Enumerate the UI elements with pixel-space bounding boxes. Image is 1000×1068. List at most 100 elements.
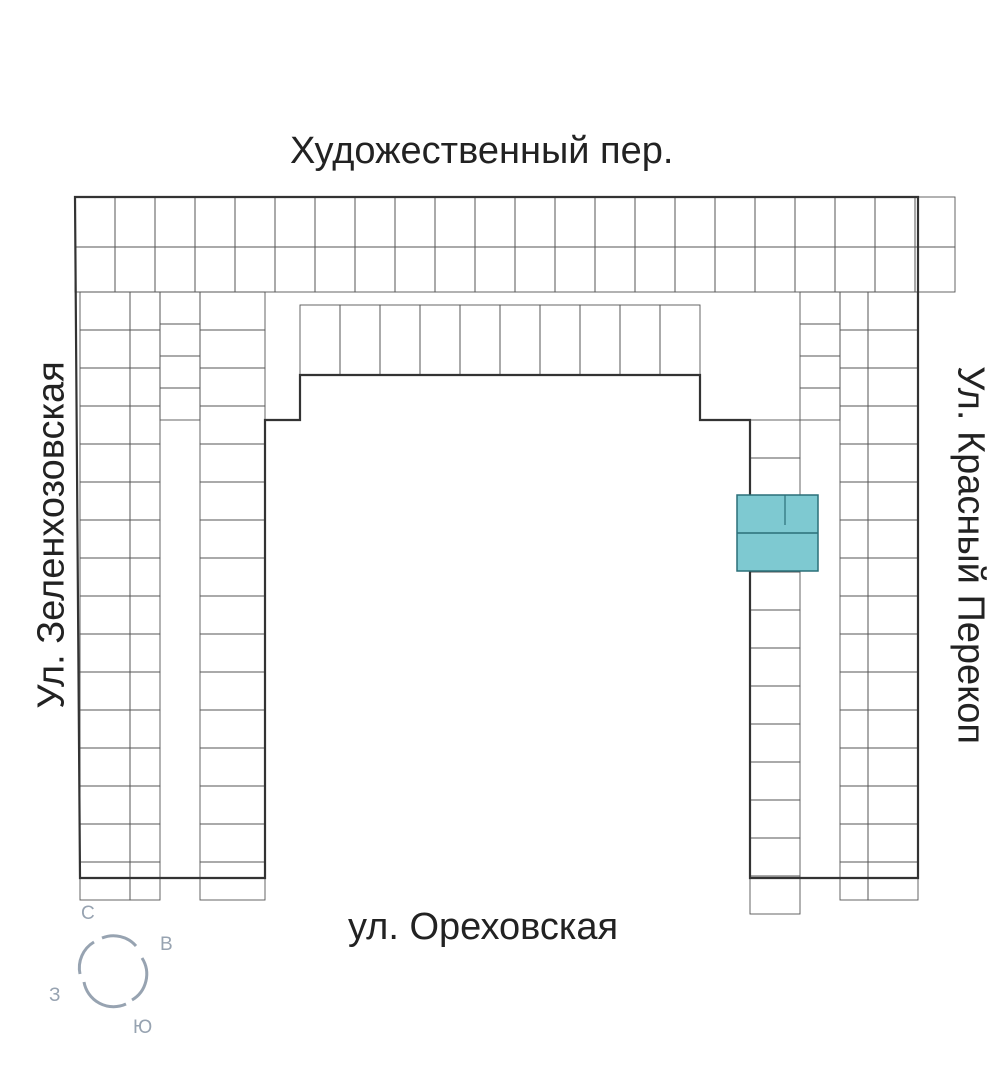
room bbox=[839, 329, 869, 369]
room bbox=[714, 196, 756, 248]
room bbox=[129, 709, 161, 749]
room bbox=[199, 557, 266, 597]
room bbox=[79, 557, 131, 597]
room bbox=[839, 633, 869, 673]
room bbox=[79, 367, 131, 407]
room bbox=[874, 246, 916, 293]
building-outline bbox=[73, 195, 920, 880]
room bbox=[354, 246, 396, 293]
room bbox=[794, 196, 836, 248]
room bbox=[914, 246, 956, 293]
room bbox=[514, 246, 556, 293]
room bbox=[874, 196, 916, 248]
room bbox=[839, 595, 869, 635]
compass-east: В bbox=[160, 934, 173, 955]
room bbox=[867, 329, 919, 369]
room bbox=[154, 246, 196, 293]
room bbox=[749, 571, 801, 611]
room bbox=[79, 785, 131, 825]
room bbox=[499, 304, 541, 376]
room bbox=[799, 291, 841, 325]
room bbox=[79, 405, 131, 445]
room bbox=[867, 709, 919, 749]
street-label-north: Художественный пер. bbox=[290, 130, 674, 172]
room bbox=[159, 387, 201, 421]
room bbox=[79, 861, 131, 901]
room bbox=[74, 196, 116, 248]
room bbox=[299, 304, 341, 376]
room bbox=[839, 367, 869, 407]
room bbox=[199, 481, 266, 521]
room bbox=[839, 291, 869, 331]
room bbox=[199, 291, 266, 331]
room bbox=[839, 823, 869, 863]
room bbox=[867, 595, 919, 635]
room bbox=[867, 367, 919, 407]
compass-north: С bbox=[81, 903, 95, 924]
room bbox=[839, 671, 869, 711]
room bbox=[194, 196, 236, 248]
room bbox=[839, 557, 869, 597]
room bbox=[154, 196, 196, 248]
room bbox=[554, 246, 596, 293]
room bbox=[129, 367, 161, 407]
room bbox=[194, 246, 236, 293]
room bbox=[79, 329, 131, 369]
room bbox=[274, 246, 316, 293]
room bbox=[749, 419, 801, 459]
room bbox=[839, 747, 869, 787]
room bbox=[314, 246, 356, 293]
room bbox=[799, 355, 841, 389]
room bbox=[199, 633, 266, 673]
room bbox=[594, 196, 636, 248]
room bbox=[129, 671, 161, 711]
room bbox=[339, 304, 381, 376]
room bbox=[159, 291, 201, 325]
compass-south: Ю bbox=[133, 1017, 153, 1038]
room bbox=[749, 609, 801, 649]
room bbox=[394, 246, 436, 293]
room bbox=[834, 246, 876, 293]
room bbox=[129, 405, 161, 445]
room bbox=[867, 291, 919, 331]
room bbox=[749, 457, 801, 497]
room bbox=[129, 443, 161, 483]
room bbox=[129, 519, 161, 559]
room bbox=[799, 387, 841, 421]
room bbox=[867, 747, 919, 787]
room bbox=[867, 443, 919, 483]
room bbox=[459, 304, 501, 376]
room bbox=[634, 196, 676, 248]
room bbox=[79, 291, 131, 331]
room bbox=[674, 246, 716, 293]
room bbox=[839, 785, 869, 825]
room bbox=[674, 196, 716, 248]
room bbox=[749, 875, 801, 915]
room bbox=[749, 799, 801, 839]
room bbox=[129, 785, 161, 825]
room bbox=[749, 723, 801, 763]
compass-icon bbox=[77, 934, 149, 1009]
room bbox=[839, 519, 869, 559]
room bbox=[129, 633, 161, 673]
room bbox=[79, 519, 131, 559]
room bbox=[419, 304, 461, 376]
room bbox=[554, 196, 596, 248]
room bbox=[129, 595, 161, 635]
room bbox=[434, 196, 476, 248]
room bbox=[474, 196, 516, 248]
room bbox=[749, 685, 801, 725]
room bbox=[839, 481, 869, 521]
room bbox=[199, 329, 266, 369]
apartment-grid bbox=[74, 196, 956, 915]
room bbox=[914, 196, 956, 248]
room bbox=[79, 633, 131, 673]
room bbox=[199, 367, 266, 407]
room bbox=[79, 709, 131, 749]
room bbox=[794, 246, 836, 293]
compass-west: З bbox=[49, 985, 61, 1006]
room bbox=[79, 671, 131, 711]
room bbox=[129, 329, 161, 369]
room bbox=[619, 304, 661, 376]
